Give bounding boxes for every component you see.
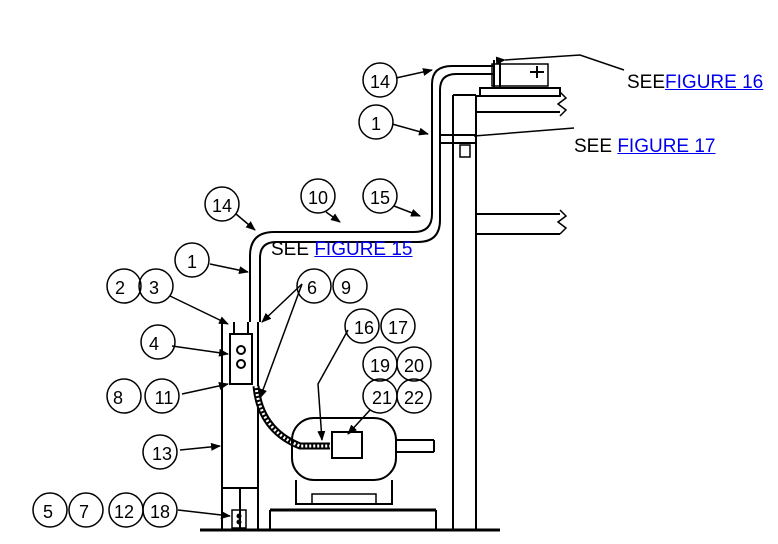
reference-figure-15: SEE FIGURE 15 — [271, 239, 413, 261]
svg-text:6: 6 — [307, 278, 317, 298]
svg-text:22: 22 — [404, 388, 424, 408]
svg-text:13: 13 — [152, 444, 172, 464]
callout-leaders — [169, 68, 433, 519]
svg-text:20: 20 — [404, 356, 424, 376]
svg-text:1: 1 — [371, 114, 381, 134]
see-label: SEE — [271, 239, 310, 260]
conduit — [249, 65, 494, 322]
callout-9: 9 — [332, 268, 368, 304]
see-label: SEE — [627, 72, 666, 93]
callout-17: 17 — [380, 308, 416, 344]
callout-5: 5 — [32, 492, 68, 528]
callout-10: 10 — [300, 178, 336, 214]
reference-leaders — [473, 54, 625, 137]
callout-16: 16 — [344, 308, 380, 344]
callout-22: 22 — [396, 378, 432, 414]
callout-14-mid: 14 — [204, 186, 240, 222]
callout-19: 19 — [362, 346, 398, 382]
flexible-conduit — [252, 385, 330, 450]
callout-1-top: 1 — [358, 104, 394, 140]
callout-13: 13 — [142, 434, 178, 470]
svg-text:12: 12 — [114, 502, 134, 522]
callout-11: 11 — [144, 378, 180, 414]
see-label: SEE — [574, 136, 613, 157]
callout-20: 20 — [396, 346, 432, 382]
svg-text:21: 21 — [372, 388, 392, 408]
svg-text:19: 19 — [370, 356, 390, 376]
control-box — [229, 322, 253, 385]
callout-7: 7 — [68, 492, 104, 528]
motor — [269, 417, 437, 530]
panel-support — [221, 322, 259, 530]
svg-text:18: 18 — [150, 502, 170, 522]
reference-figure-16: SEEFIGURE 16 — [627, 72, 763, 94]
svg-text:9: 9 — [341, 278, 351, 298]
callout-18: 18 — [142, 492, 178, 528]
svg-text:5: 5 — [43, 502, 53, 522]
callout-14-top: 14 — [362, 62, 398, 98]
svg-text:2: 2 — [115, 278, 125, 298]
callout-4: 4 — [140, 324, 176, 360]
figure-17-link[interactable]: FIGURE 17 — [617, 136, 716, 157]
figure-16-link[interactable]: FIGURE 16 — [665, 72, 764, 93]
svg-text:10: 10 — [308, 188, 328, 208]
svg-text:8: 8 — [113, 388, 123, 408]
callout-3: 3 — [138, 268, 174, 304]
svg-text:16: 16 — [354, 318, 374, 338]
figure-15-link[interactable]: FIGURE 15 — [314, 239, 413, 260]
callouts: 14 1 10 15 14 1 2 3 6 9 4 16 17 19 20 8 … — [32, 62, 432, 528]
callout-12: 12 — [108, 492, 144, 528]
svg-text:4: 4 — [149, 334, 159, 354]
svg-text:11: 11 — [155, 388, 174, 408]
svg-text:7: 7 — [79, 502, 89, 522]
callout-8: 8 — [106, 378, 142, 414]
svg-text:14: 14 — [370, 72, 390, 92]
callout-15: 15 — [362, 178, 398, 214]
svg-text:14: 14 — [212, 196, 232, 216]
svg-text:15: 15 — [370, 188, 390, 208]
reference-figure-17: SEE FIGURE 17 — [574, 136, 716, 158]
callout-21: 21 — [362, 378, 398, 414]
callout-6: 6 — [296, 268, 332, 304]
svg-text:3: 3 — [149, 278, 159, 298]
svg-text:17: 17 — [388, 318, 408, 338]
svg-text:1: 1 — [187, 252, 197, 272]
callout-2: 2 — [106, 268, 142, 304]
callout-1-mid: 1 — [174, 242, 210, 278]
